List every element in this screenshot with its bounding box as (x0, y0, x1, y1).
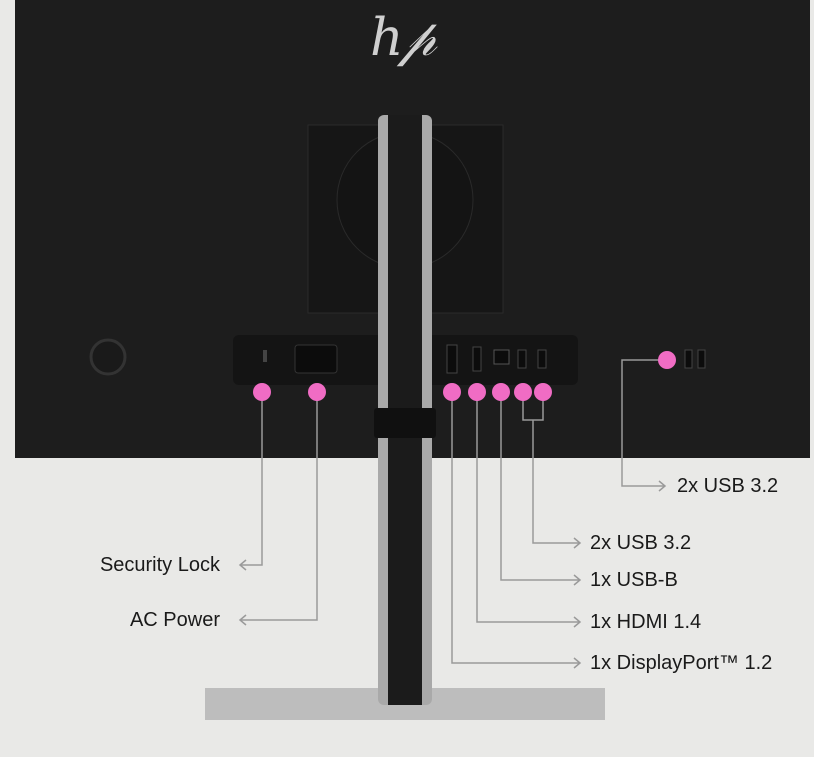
usb-port (517, 349, 527, 369)
hdmi-port (472, 346, 482, 372)
label-security-lock: Security Lock (99, 554, 220, 576)
label-ac-power: AC Power (129, 609, 220, 631)
marker-security-lock (253, 383, 271, 401)
usb-b-port (493, 349, 510, 365)
marker-hdmi (468, 383, 486, 401)
marker-usb-b (492, 383, 510, 401)
side-usb-port (697, 349, 706, 369)
label-rear-usb: 2x USB 3.2 (590, 532, 692, 554)
port-markers (253, 351, 676, 401)
cable-clip (374, 408, 436, 438)
marker-usb-1 (514, 383, 532, 401)
power-button (89, 338, 127, 376)
leader-lines (238, 359, 667, 669)
hp-logo: ℎ𝓅 (370, 8, 437, 68)
label-side-usb: 2x USB 3.2 (677, 475, 779, 497)
label-hdmi: 1x HDMI 1.4 (590, 611, 702, 633)
side-usb-port (684, 349, 693, 369)
dp-port (446, 344, 458, 374)
marker-displayport (443, 383, 461, 401)
lock-slot (263, 350, 267, 362)
usb-port (537, 349, 547, 369)
label-displayport: 1x DisplayPort™ 1.2 (590, 652, 773, 674)
ac-socket (294, 344, 338, 374)
marker-side-usb (658, 351, 676, 369)
label-usb-b: 1x USB-B (590, 569, 678, 591)
marker-usb-2 (534, 383, 552, 401)
marker-ac-power (308, 383, 326, 401)
